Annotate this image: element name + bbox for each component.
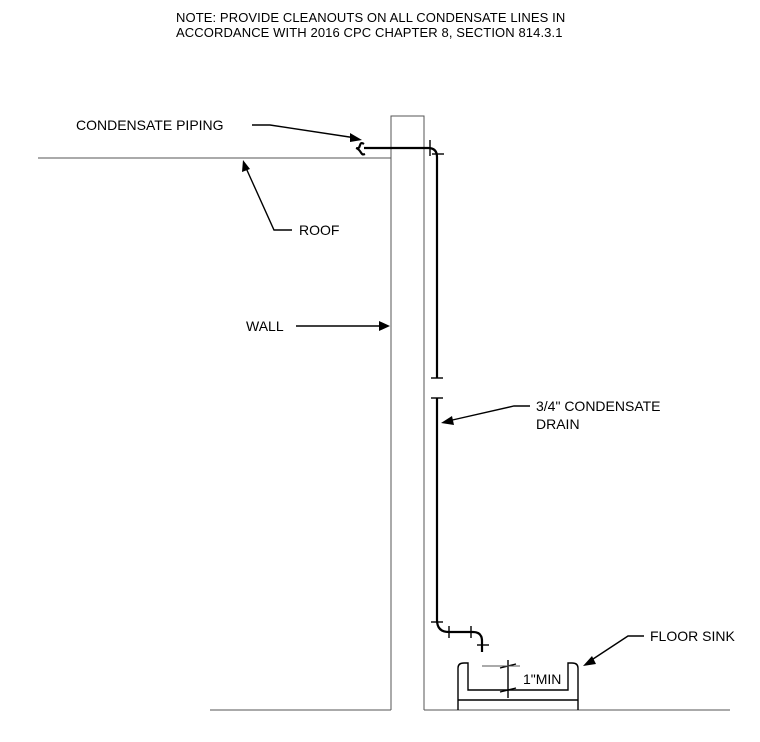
drain-arrowhead [441, 416, 454, 425]
floor-sink-arrowhead [583, 656, 596, 666]
wall-arrowhead [379, 321, 390, 331]
condensate-piping-leader [252, 124, 357, 139]
pipe-break-symbol [355, 142, 366, 156]
floor-sink [457, 662, 579, 710]
label-drain-line-2: DRAIN [536, 416, 580, 432]
label-drain-line-1: 3/4" CONDENSATE [536, 398, 661, 414]
note-line-1: NOTE: PROVIDE CLEANOUTS ON ALL CONDENSAT… [176, 10, 566, 25]
pipe-elbow-down [472, 630, 484, 652]
condensate-piping-arrowhead [350, 133, 362, 142]
label-wall: WALL [246, 318, 284, 334]
cleanout-note: NOTE: PROVIDE CLEANOUTS ON ALL CONDENSAT… [176, 10, 565, 40]
roof-leader [245, 167, 292, 231]
label-condensate-piping: CONDENSATE PIPING [76, 117, 224, 133]
label-floor-sink: FLOOR SINK [650, 628, 735, 644]
floor-sink-leader [589, 635, 644, 662]
label-roof: ROOF [299, 222, 339, 238]
dimension-tick-bottom [499, 687, 517, 693]
drain-leader [447, 405, 530, 422]
wall [390, 115, 425, 710]
label-min-gap: 1"MIN [523, 671, 561, 687]
roof-arrowhead [242, 160, 250, 172]
note-line-2: ACCORDANCE WITH 2016 CPC CHAPTER 8, SECT… [176, 25, 563, 40]
